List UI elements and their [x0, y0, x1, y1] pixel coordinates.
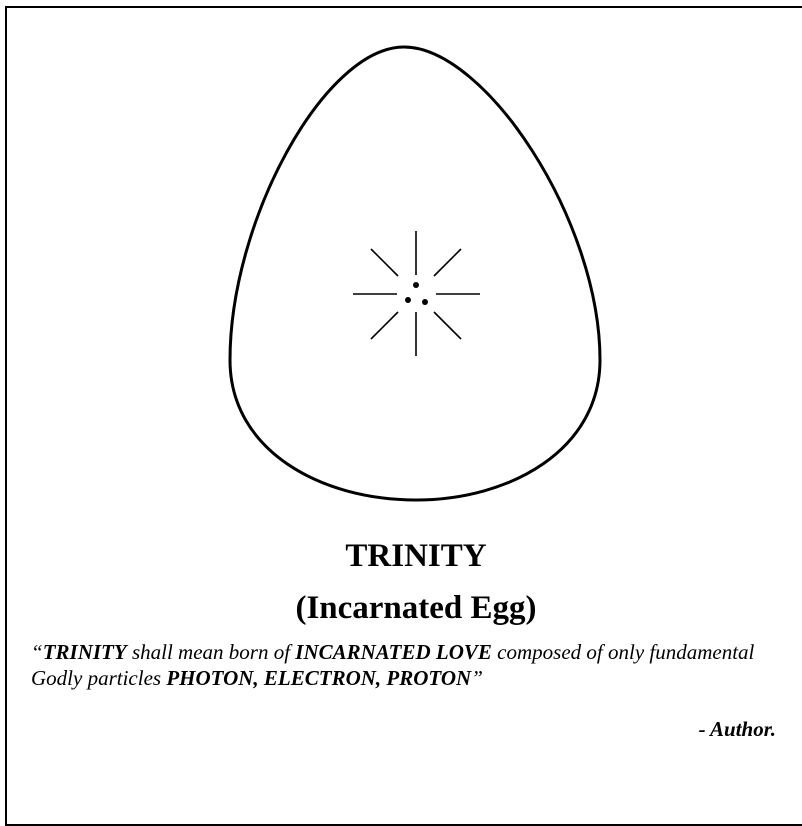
egg-diagram: [0, 0, 802, 520]
title-trinity: TRINITY: [0, 536, 802, 576]
ray-bottom-left: [371, 312, 398, 339]
quote-text-segment: shall mean born of: [127, 640, 296, 664]
particle-top: [413, 282, 419, 288]
quote-close-mark: ”: [471, 666, 483, 690]
subtitle-incarnated-egg: (Incarnated Egg): [0, 588, 802, 628]
particle-left: [405, 297, 411, 303]
ray-bottom-right: [434, 312, 461, 339]
quote-open-mark: “: [31, 640, 43, 664]
quote-text: “TRINITY shall mean born of INCARNATED L…: [31, 639, 791, 691]
three-particles: [405, 282, 428, 305]
author-attribution: - Author.: [699, 716, 776, 742]
ray-top-left: [371, 249, 398, 276]
quote-bold-trinity: TRINITY: [43, 640, 127, 664]
radiating-lines: [353, 231, 480, 356]
ray-top-right: [434, 249, 461, 276]
egg-outline: [230, 47, 600, 500]
quote-bold-particles: PHOTON, ELECTRON, PROTON: [166, 666, 471, 690]
particle-right: [422, 299, 428, 305]
quote-bold-incarnated-love: INCARNATED LOVE: [295, 640, 492, 664]
